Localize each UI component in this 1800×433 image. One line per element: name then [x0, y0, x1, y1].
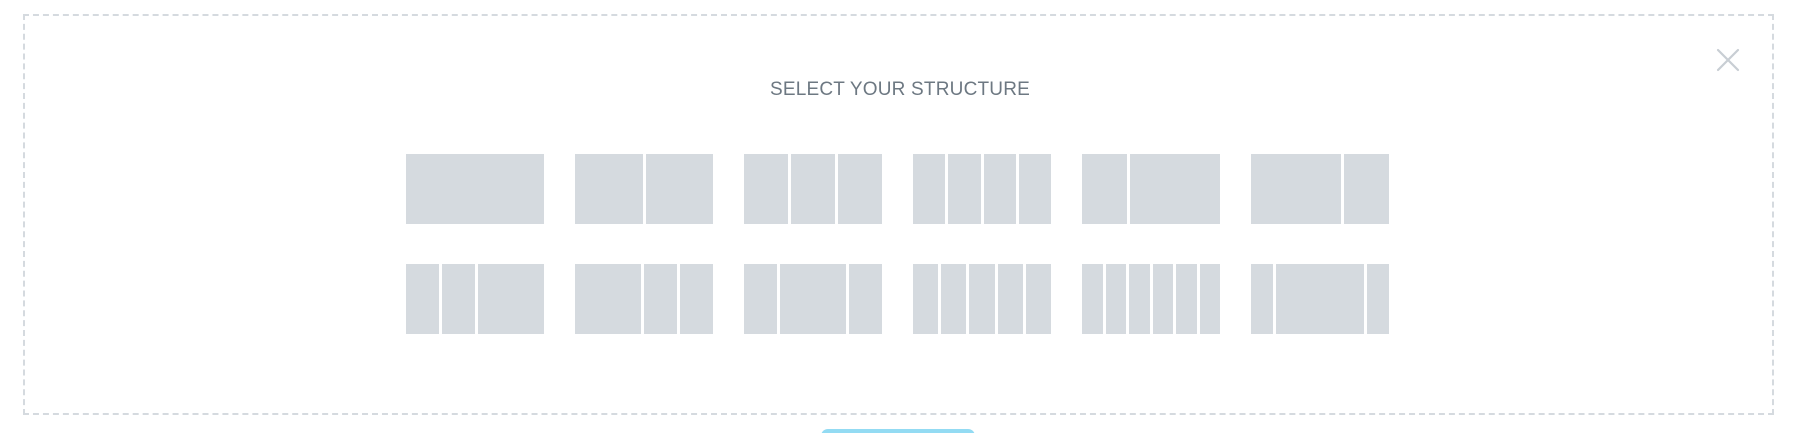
- preset-column: [913, 264, 939, 334]
- preset-row: [406, 264, 1392, 334]
- preset-column: [983, 154, 1016, 224]
- preset-column: [1025, 264, 1052, 334]
- add-section-tab[interactable]: [821, 429, 975, 433]
- preset-column: [791, 154, 835, 224]
- preset-column: [969, 264, 995, 334]
- preset-column: [1199, 264, 1220, 334]
- structure-preset-50-25-25[interactable]: [575, 264, 713, 334]
- preset-column: [644, 264, 677, 334]
- preset-column: [1129, 264, 1150, 334]
- structure-preset-20-20-20-20-20[interactable]: [913, 264, 1052, 334]
- preset-column: [1367, 264, 1389, 334]
- preset-column: [744, 154, 788, 224]
- preset-column: [849, 264, 882, 334]
- structure-preset-25-25-50[interactable]: [406, 264, 544, 334]
- preset-column: [948, 154, 981, 224]
- preset-column: [1344, 154, 1389, 224]
- structure-preset-66-33[interactable]: [1251, 154, 1389, 224]
- preset-column: [1105, 264, 1126, 334]
- preset-column: [680, 264, 713, 334]
- preset-column: [1018, 154, 1051, 224]
- preset-column: [575, 264, 641, 334]
- preset-column: [442, 264, 475, 334]
- structure-preset-25-50-25[interactable]: [744, 264, 882, 334]
- preset-column: [1251, 264, 1273, 334]
- preset-column: [744, 264, 777, 334]
- structure-preset-50-50[interactable]: [575, 154, 713, 224]
- preset-column: [913, 154, 946, 224]
- preset-column: [1275, 264, 1365, 334]
- preset-column: [478, 264, 544, 334]
- structure-preset-16-16-16-16-16-16[interactable]: [1082, 264, 1220, 334]
- preset-column: [941, 264, 967, 334]
- close-icon[interactable]: [1715, 47, 1741, 73]
- preset-column: [1082, 264, 1103, 334]
- preset-column: [1152, 264, 1173, 334]
- select-structure-title: SELECT YOUR STRUCTURE: [769, 79, 1031, 100]
- preset-column: [1130, 154, 1220, 224]
- structure-preset-100[interactable]: [406, 154, 544, 224]
- structure-preset-33-33-33[interactable]: [744, 154, 882, 224]
- preset-column: [1176, 264, 1197, 334]
- preset-column: [645, 154, 713, 224]
- structure-preset-grid: [406, 154, 1392, 334]
- preset-column: [838, 154, 882, 224]
- drop-zone-panel: [23, 14, 1774, 415]
- structure-preset-25-25-25-25[interactable]: [913, 154, 1051, 224]
- preset-column: [780, 264, 846, 334]
- preset-column: [406, 264, 439, 334]
- structure-preset-16-66-16[interactable]: [1251, 264, 1389, 334]
- preset-column: [1082, 154, 1127, 224]
- preset-column: [575, 154, 643, 224]
- preset-column: [406, 154, 544, 224]
- preset-column: [1251, 154, 1341, 224]
- structure-preset-33-66[interactable]: [1082, 154, 1220, 224]
- preset-column: [997, 264, 1023, 334]
- preset-row: [406, 154, 1392, 224]
